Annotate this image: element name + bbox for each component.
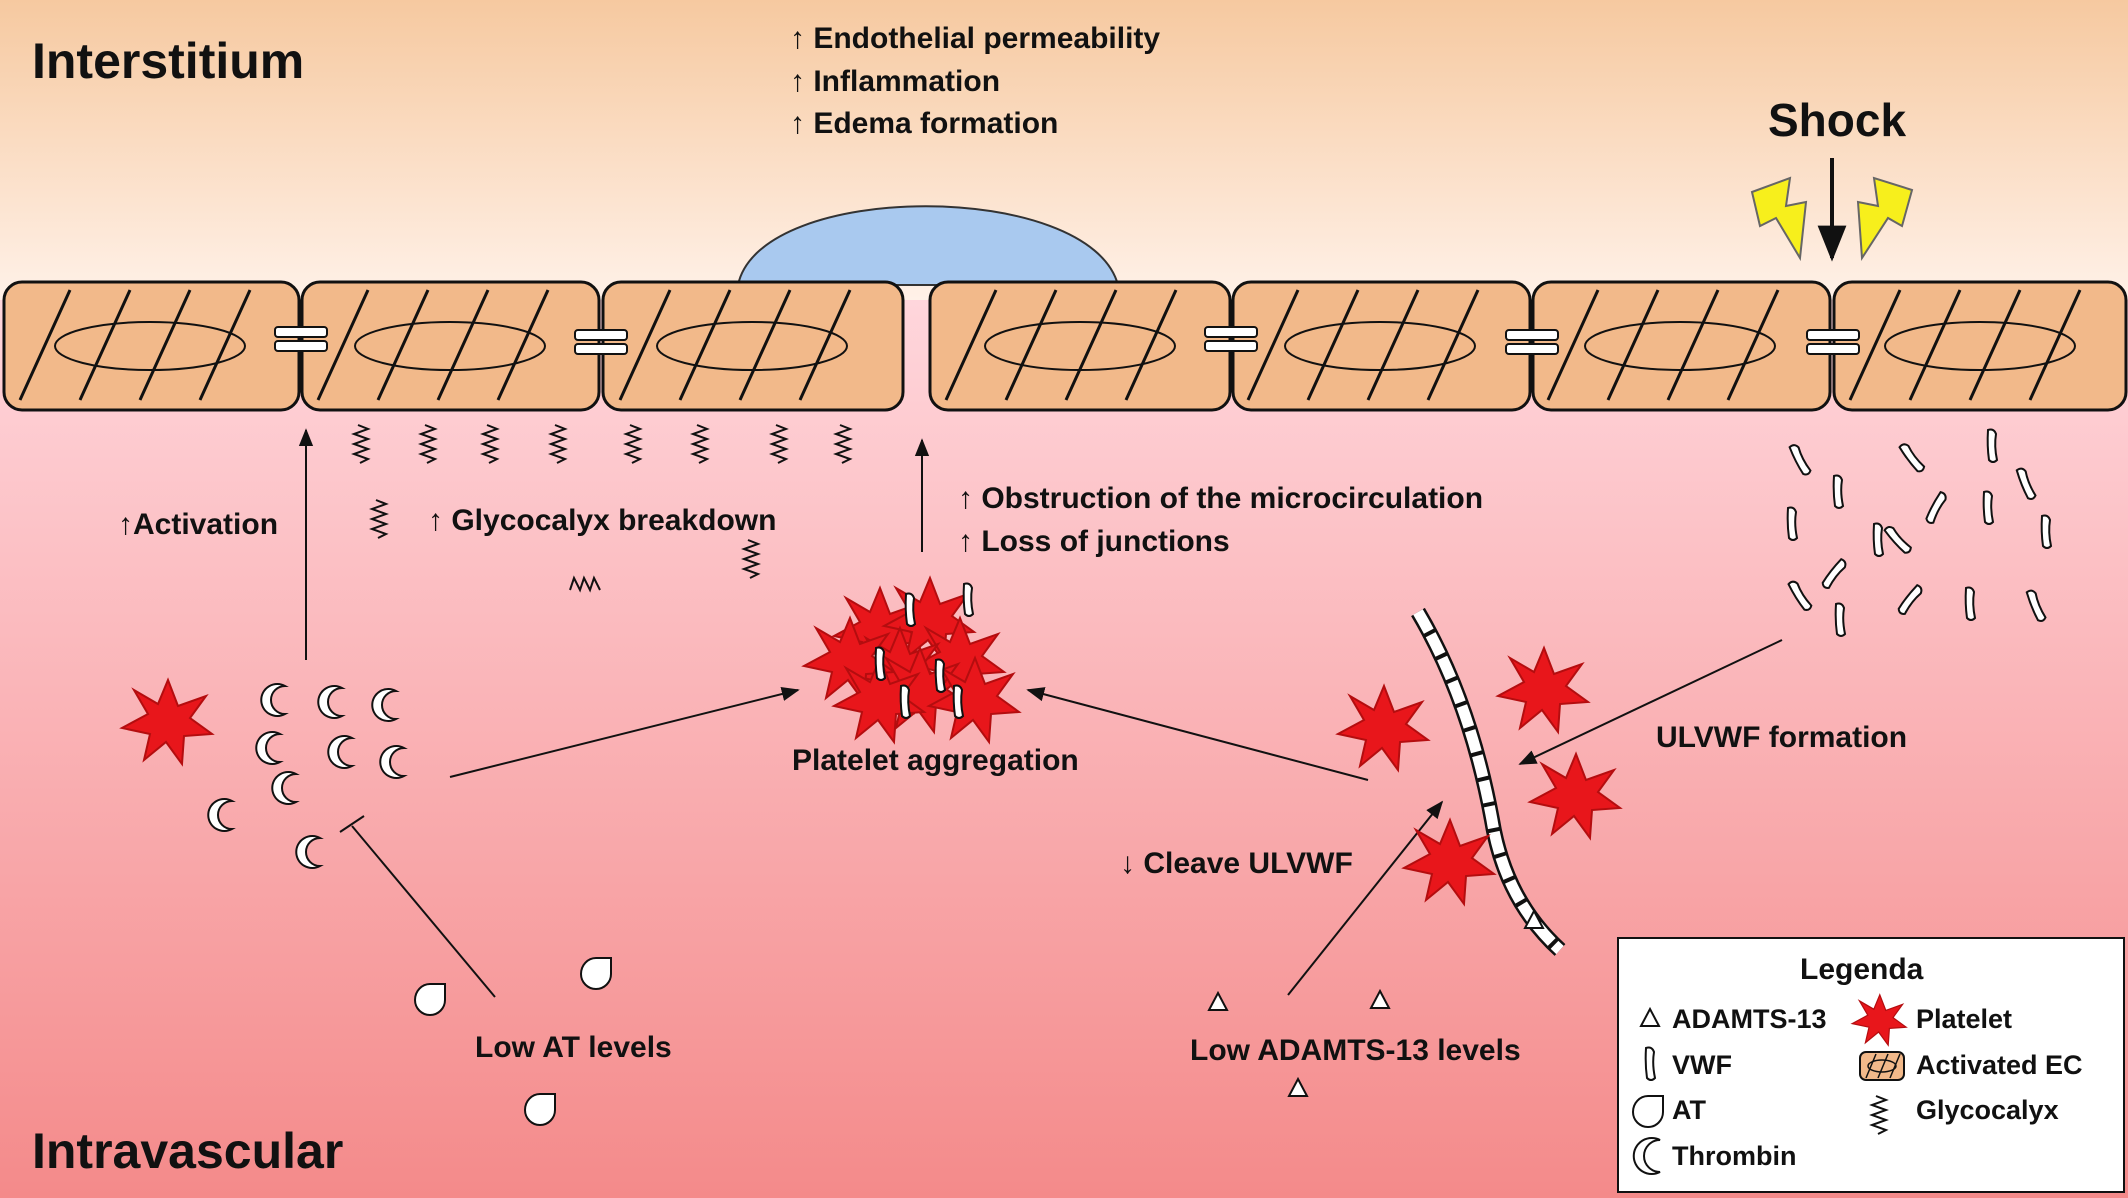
at-icon: [1632, 1095, 1664, 1128]
endothelial-cell: [601, 280, 905, 412]
low-at-label: Low AT levels: [475, 1031, 672, 1064]
thrombin-icon: [1632, 1137, 1661, 1175]
activation-label: ↑Activation: [118, 508, 278, 541]
vwf-icon: [1644, 1046, 1656, 1081]
legend-label-thrombin: Thrombin: [1672, 1141, 1796, 1171]
legend-label-glycocalyx: Glycocalyx: [1916, 1095, 2059, 1125]
endothelial-cell: [300, 280, 601, 412]
legend-label-at: AT: [1672, 1095, 1706, 1125]
endothelial-cell: [928, 280, 1232, 412]
ulvwf-formation-label: ULVWF formation: [1656, 721, 1907, 754]
lightning-bolt-icon: [1750, 176, 1808, 262]
legend-label-activated-ec: Activated EC: [1916, 1050, 2083, 1080]
effect-inflammation: ↑ Inflammation: [790, 65, 1000, 98]
effect-permeability: ↑ Endothelial permeability: [790, 22, 1160, 55]
obstruction-label: ↑ Obstruction of the microcirculation: [958, 482, 1483, 515]
legend-label-platelet: Platelet: [1916, 1004, 2012, 1034]
platelet-aggregation-label: Platelet aggregation: [792, 744, 1079, 777]
glycocalyx-breakdown-label: ↑ Glycocalyx breakdown: [428, 504, 776, 537]
endothelial-cell-row: [2, 280, 2128, 412]
endothelial-cell: [1231, 280, 1532, 412]
interstitium-label: Interstitium: [32, 33, 304, 89]
intravascular-label: Intravascular: [32, 1123, 343, 1179]
ulvwf-strand: [1411, 607, 1566, 956]
legend-label-adamts13: ADAMTS-13: [1672, 1004, 1827, 1034]
legend: Legenda ADAMTS-13 Platelet VWF Activated…: [1617, 937, 2125, 1193]
shock-label: Shock: [1768, 94, 1906, 146]
low-adamts-label: Low ADAMTS-13 levels: [1190, 1034, 1521, 1067]
endothelial-cell: [1832, 280, 2128, 412]
lightning-bolt-icon: [1856, 176, 1914, 262]
pathway-arrows: [298, 428, 1783, 998]
edema-bubble: [736, 205, 1120, 286]
endothelial-cell: [2, 280, 301, 412]
effect-edema: ↑ Edema formation: [790, 107, 1058, 140]
activated-ec-icon: [1859, 1051, 1905, 1081]
cell-junctions: [274, 326, 1860, 355]
endothelial-cell: [1531, 280, 1832, 412]
glycocalyx-strands: [353, 424, 851, 593]
cleave-ulvwf-label: ↓ Cleave ULVWF: [1120, 847, 1353, 880]
legend-title: Legenda: [1800, 953, 1924, 986]
legend-label-vwf: VWF: [1672, 1050, 1732, 1080]
loss-of-junctions-label: ↑ Loss of junctions: [958, 525, 1230, 558]
